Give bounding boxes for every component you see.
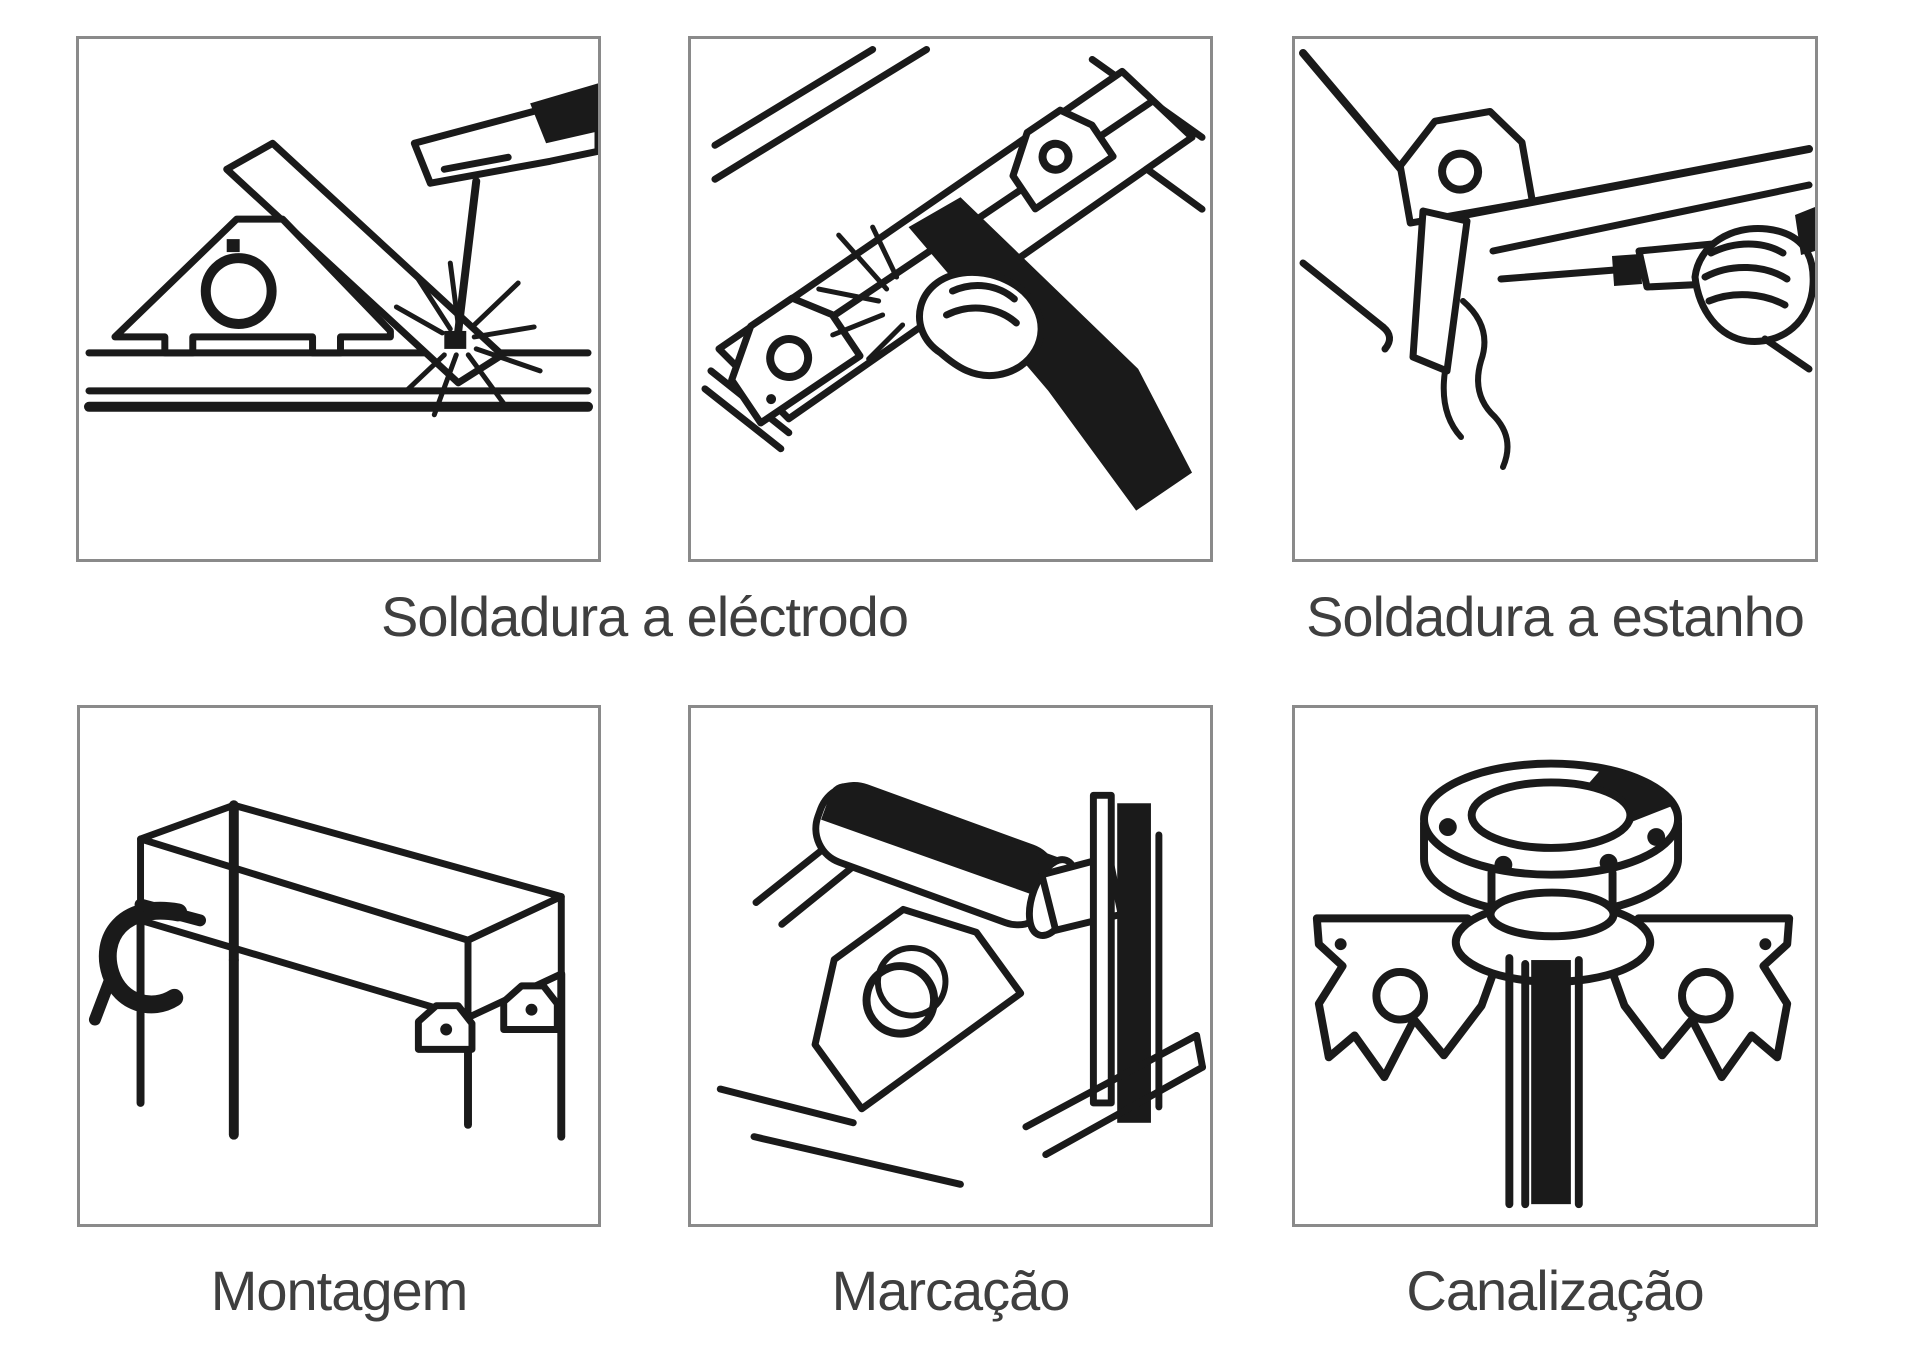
pipe-flange-illustration: [1312, 759, 1794, 1209]
marking-illustration: [716, 782, 1207, 1188]
panel-frame-assembly: [77, 705, 601, 1227]
caption-soldadura-estanho: Soldadura a estanho: [1306, 585, 1805, 648]
panel-pipe-flange-fitting: [1292, 705, 1818, 1227]
caption-montagem: Montagem: [210, 1259, 469, 1322]
arc-welding-plate-illustration: [83, 83, 598, 418]
panel-arc-welding-on-plate: [76, 36, 601, 562]
panel-tin-soldering-corner: [1292, 36, 1818, 562]
panel-marking-scribing: [688, 705, 1213, 1227]
caption-marcacao: Marcação: [831, 1259, 1071, 1322]
arc-welding-beam-illustration: [701, 45, 1206, 511]
tin-soldering-illustration: [1299, 49, 1815, 470]
frame-assembly-illustration: [88, 800, 566, 1141]
panel-arc-welding-on-beam: [688, 36, 1213, 562]
caption-canalizacao: Canalização: [1406, 1259, 1704, 1322]
caption-soldadura-electrodo: Soldadura a eléctrodo: [381, 585, 909, 648]
